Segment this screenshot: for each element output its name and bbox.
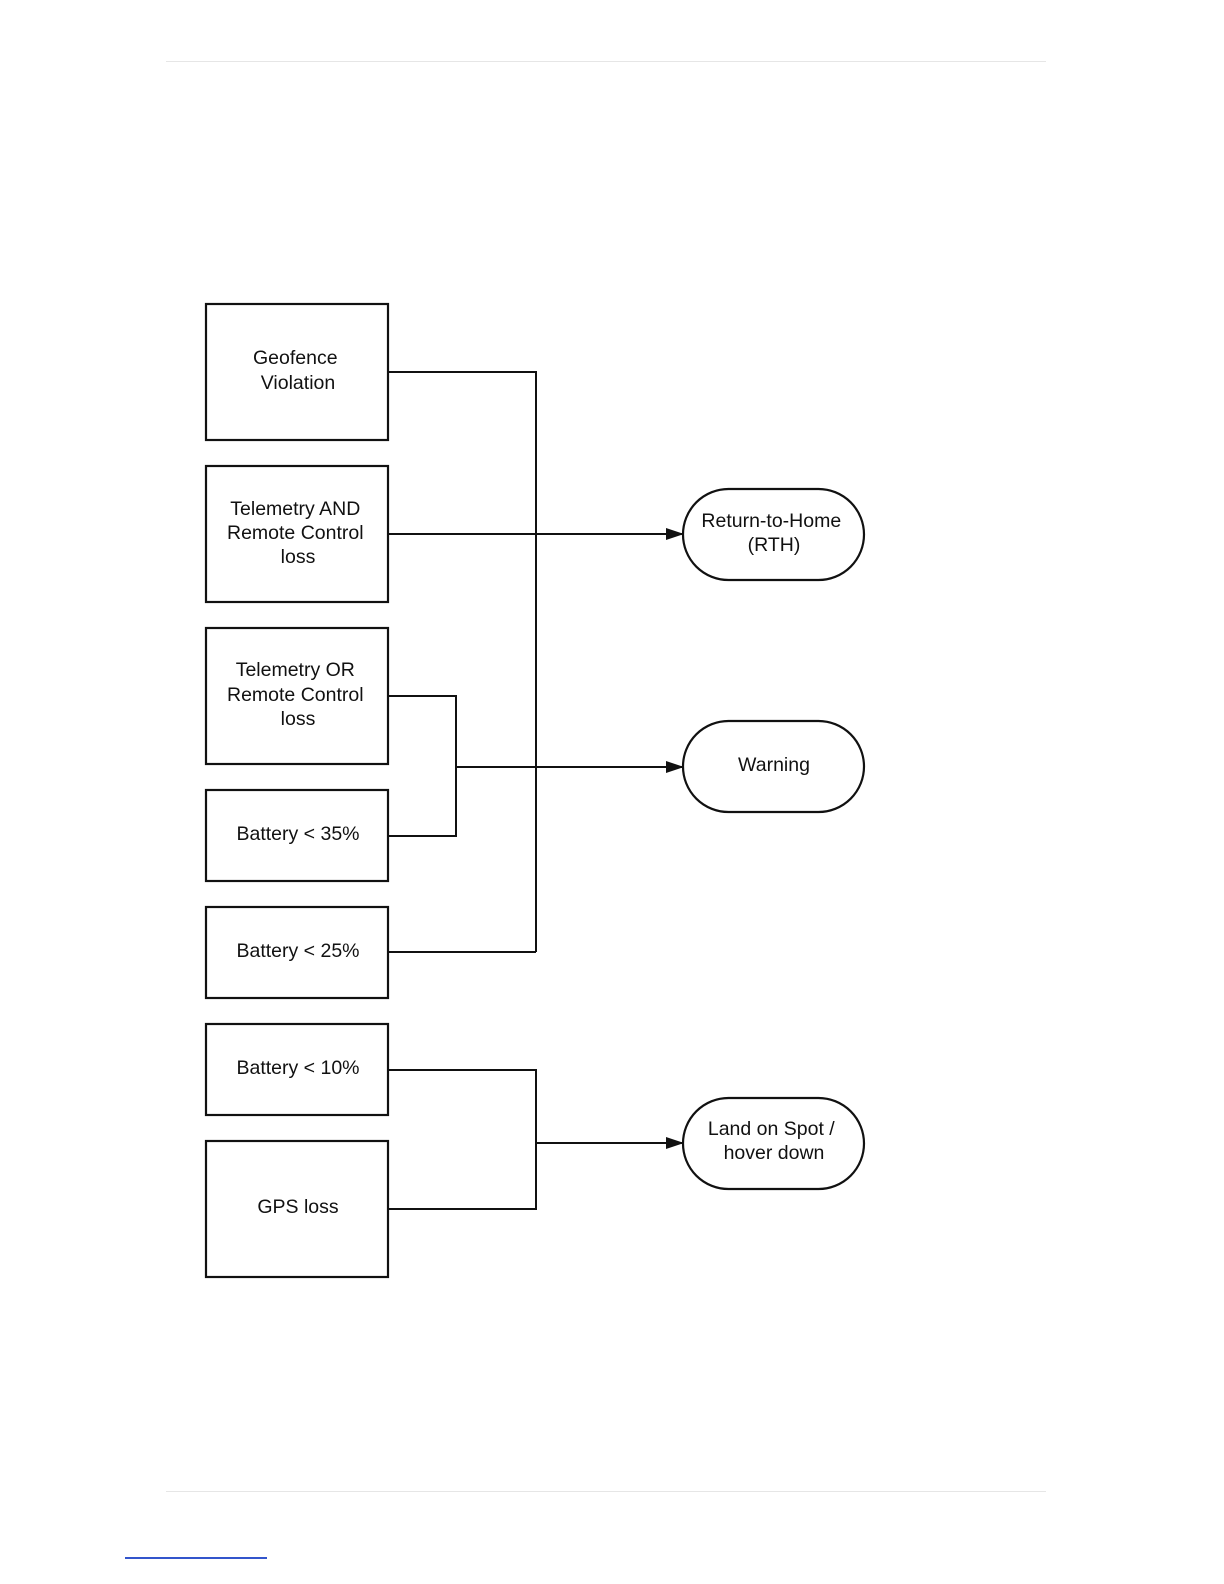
trigger-battery-25: Battery < 25% [206,907,388,998]
connector-geofence-to-rth-bus [388,372,536,952]
trigger-battery-10: Battery < 10% [206,1024,388,1115]
connectors [388,372,683,1209]
trigger-battery-10-text: Battery < 10% [236,1057,359,1079]
connector-telemetry-or-to-warning-bus [388,696,456,836]
trigger-geofence-violation: Geofence Violation [206,304,388,440]
trigger-battery-35: Battery < 35% [206,790,388,881]
trigger-battery-25-text: Battery < 25% [236,940,359,962]
trigger-nodes: Geofence Violation Telemetry AND Remote … [206,304,388,1277]
trigger-gps-loss-text: GPS loss [257,1196,339,1218]
trigger-telemetry-and-rc-loss: Telemetry AND Remote Control loss [206,466,388,602]
action-land-on-spot: Land on Spot / hover down [683,1098,864,1189]
action-nodes: Return-to-Home (RTH) Warning Land on Spo… [683,489,864,1189]
connector-battery10-gps-to-land-bus [388,1070,536,1209]
action-return-to-home: Return-to-Home (RTH) [683,489,864,580]
action-warning: Warning [683,721,864,812]
action-warning-text: Warning [738,754,810,776]
footnote-separator [125,1557,267,1559]
trigger-battery-35-text: Battery < 35% [236,823,359,845]
trigger-gps-loss: GPS loss [206,1141,388,1277]
trigger-telemetry-or-rc-loss: Telemetry OR Remote Control loss [206,628,388,764]
